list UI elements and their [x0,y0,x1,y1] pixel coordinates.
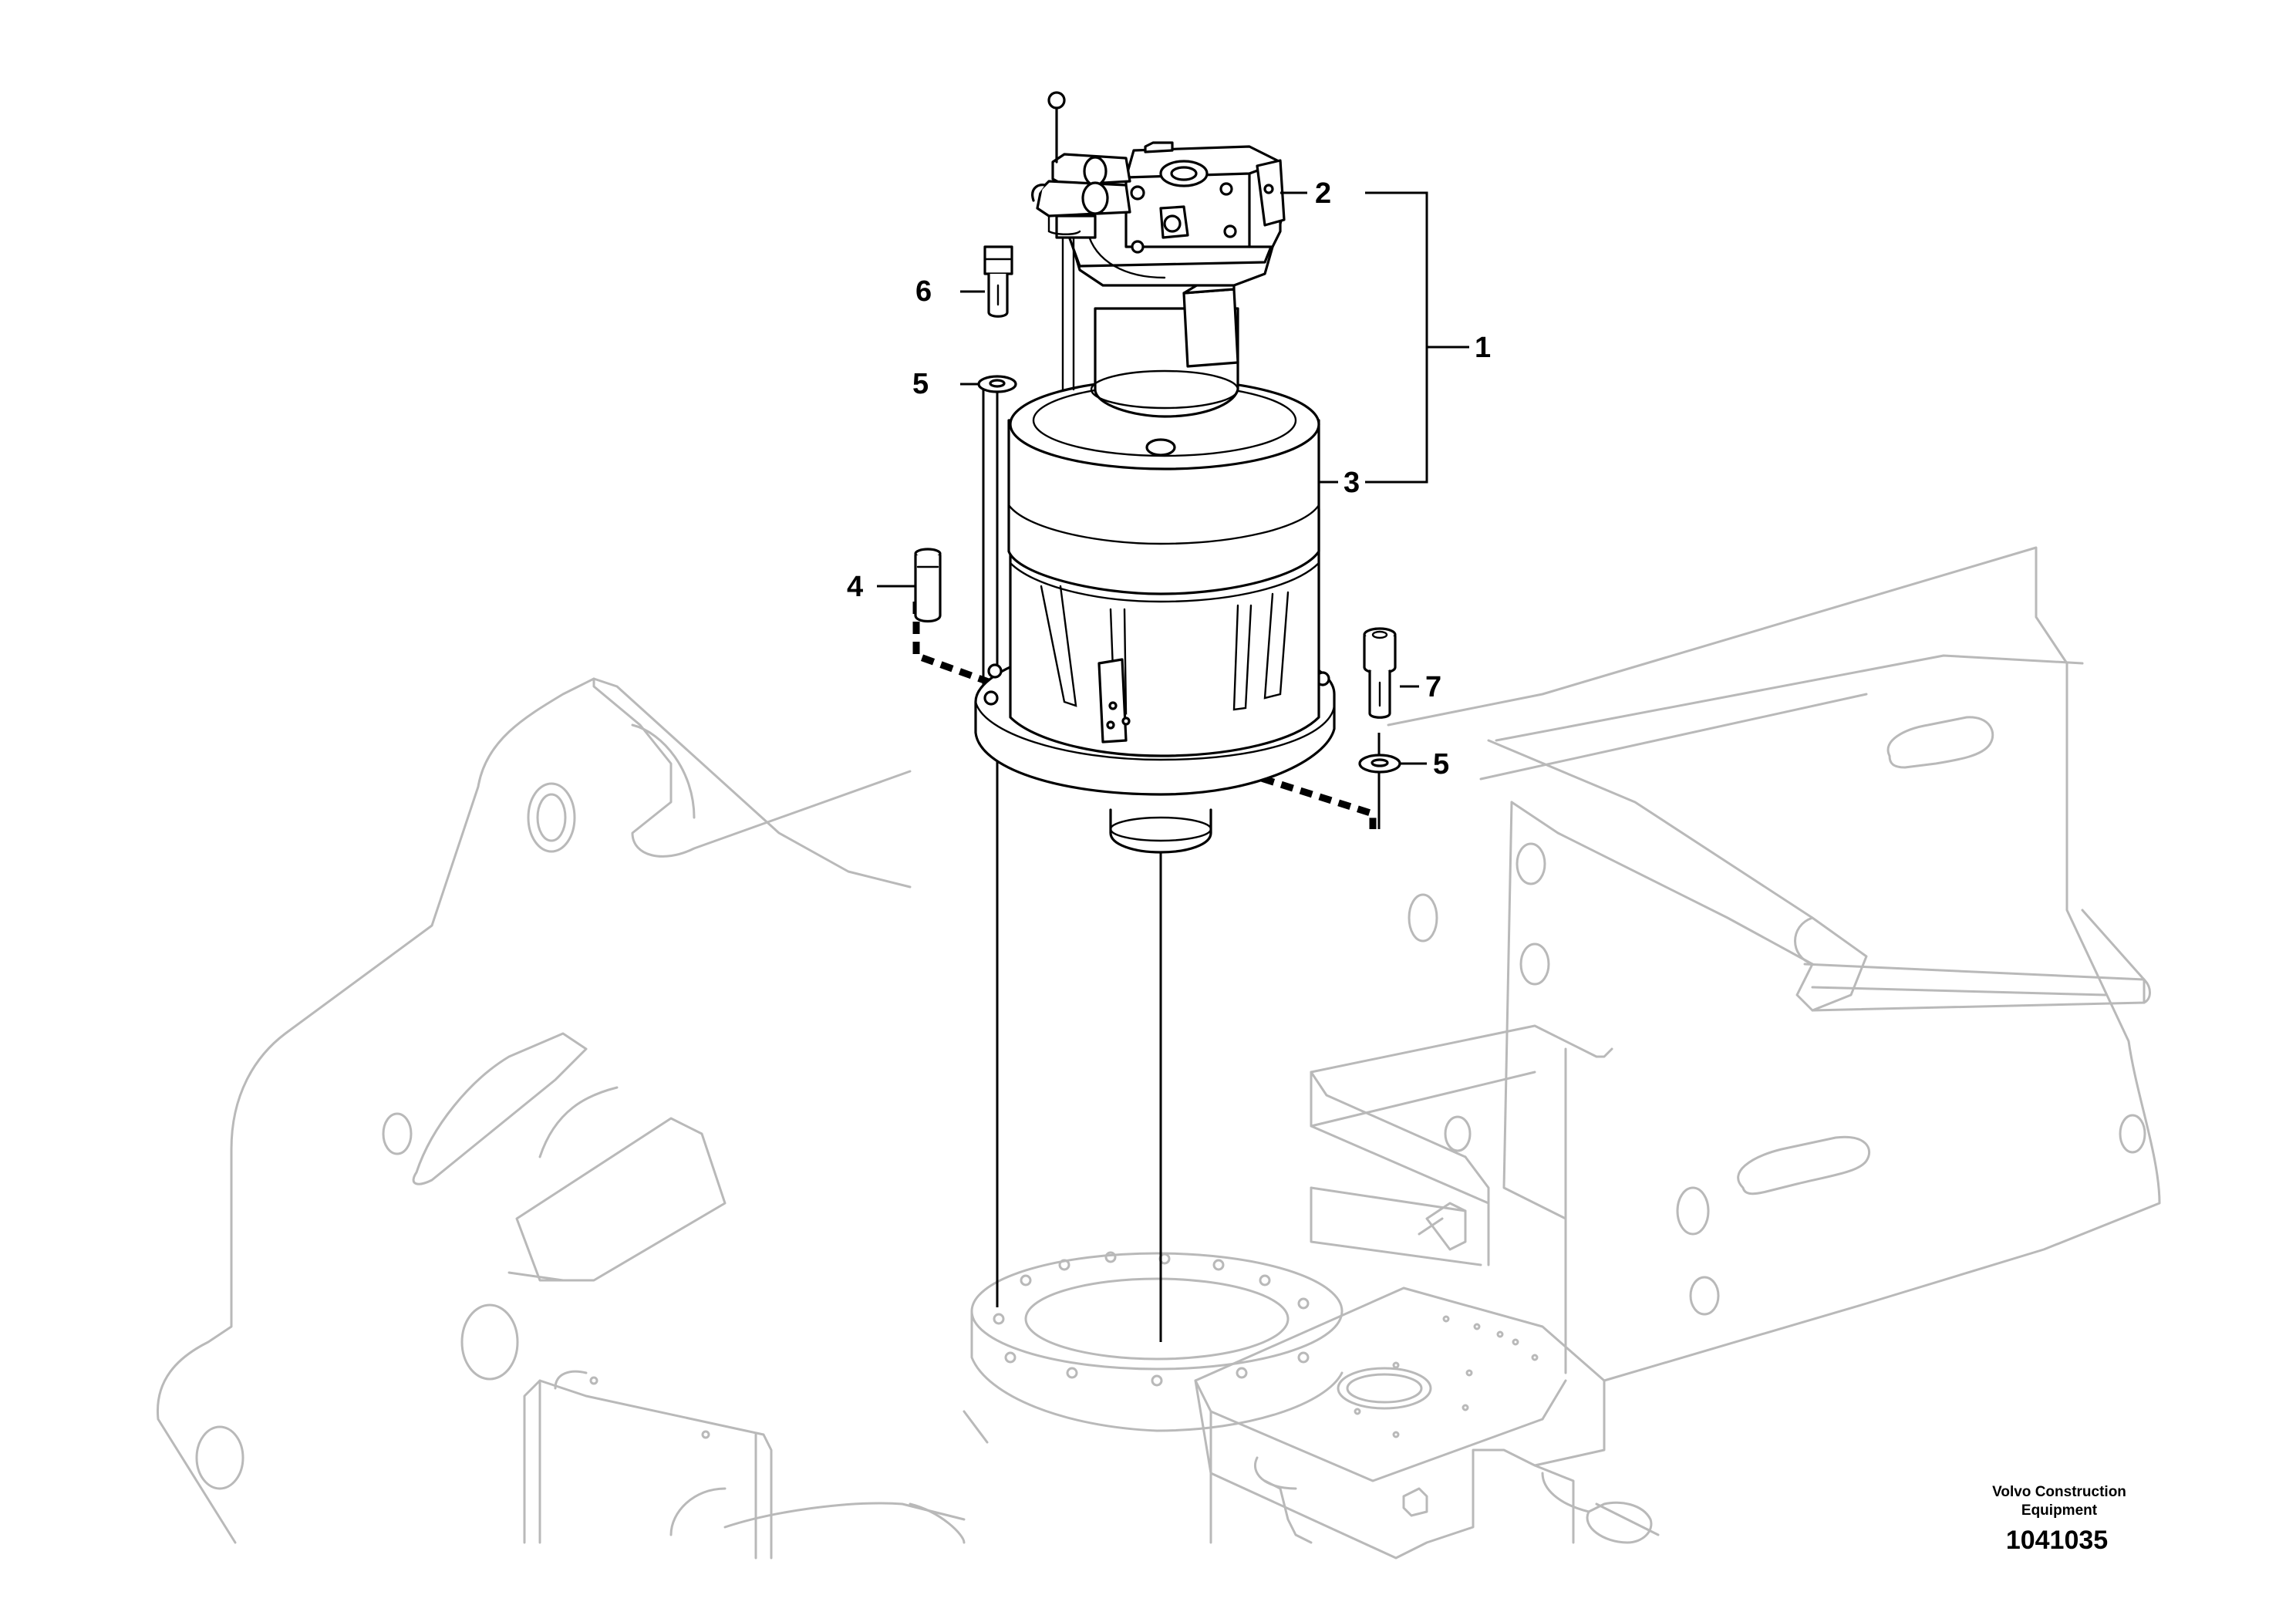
bolt-item-7 [1363,627,1397,719]
valve-block [1124,145,1282,248]
washer-item-5-top [977,375,1017,393]
washer-item-5-bottom [1358,754,1401,774]
callout-4: 4 [847,571,863,603]
assembly-guides [912,382,1381,1342]
center-box [1502,801,1567,1374]
bolt-item-6 [983,245,1013,318]
bolt-circle-dashed-line [912,602,1377,829]
rear-beam [1387,546,2161,1382]
callout-3: 3 [1344,467,1360,499]
brand-line-1: Volvo Construction [1992,1484,2126,1500]
top-cross-member [1487,739,1868,1012]
callout-7: 7 [1425,671,1441,703]
swing-motor-assembly [974,91,1336,854]
figure-footer: Volvo Construction Equipment 1041035 [1992,1484,2126,1555]
pin-item-4 [914,548,942,623]
callout-labels: 1 2 3 4 5 5 6 7 [847,177,1491,781]
front-plate [1194,1286,1606,1560]
callout-5-bottom: 5 [1433,748,1449,781]
callout-6: 6 [915,275,932,308]
lower-tube [523,1379,773,1560]
brand-line-2: Equipment [2021,1502,2098,1519]
figure-number: 1041035 [2006,1526,2108,1555]
upper-frame-ghost [156,546,2161,1560]
callout-5-top: 5 [912,368,929,400]
callout-1: 1 [1475,332,1491,364]
fasteners [914,245,1401,774]
output-shaft [1109,808,1212,854]
left-side-plate [156,677,912,1544]
callout-2: 2 [1315,177,1331,210]
callout-leaders [877,191,1469,765]
